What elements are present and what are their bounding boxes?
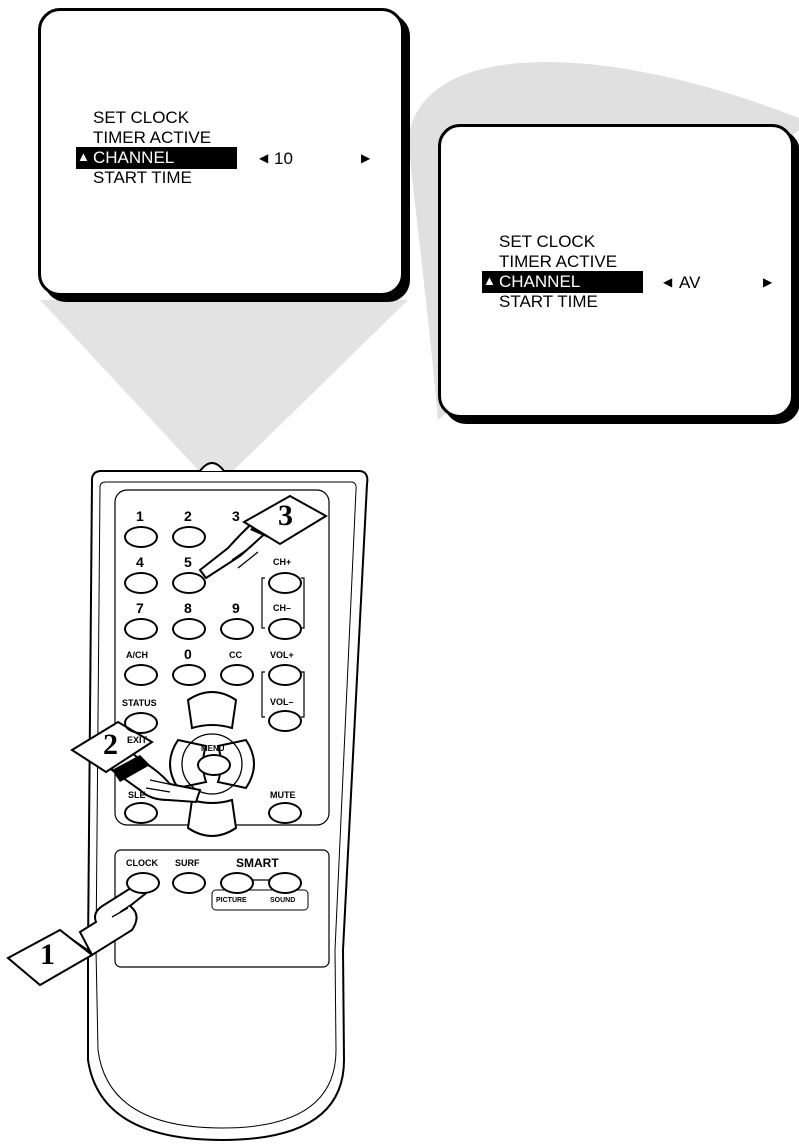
menu-item-set-clock: SET CLOCK [93,108,190,127]
tv-screen-1: SET CLOCK TIMER ACTIVE CHANNEL START TIM… [38,8,404,296]
button-0-label: 0 [184,646,192,662]
cc-button[interactable] [220,664,254,686]
status-label: STATUS [122,698,157,708]
ach-button[interactable] [124,664,158,686]
button-7[interactable] [124,618,158,640]
ch-minus-button[interactable] [268,618,302,640]
menu-item-channel-label: CHANNEL [499,272,581,291]
left-arrow-icon: ◀ [259,151,269,165]
left-arrow-icon: ◀ [663,275,673,289]
up-down-icon: ▲ [483,273,496,288]
button-3-label: 3 [232,508,240,524]
vol-minus-button[interactable] [268,710,302,732]
right-arrow-icon: ▶ [763,275,773,289]
vol-minus-label: VOL– [270,697,294,707]
sound-label: SOUND [270,897,296,904]
menu-item-timer-active: TIMER ACTIVE [93,128,212,147]
button-8-label: 8 [184,600,192,616]
button-7-label: 7 [136,600,144,616]
sleep-button[interactable] [124,802,158,824]
menu-item-channel-selected: CHANNEL [76,147,237,169]
remote-control [87,462,369,1142]
button-5[interactable] [172,572,206,594]
button-2-label: 2 [184,508,192,524]
hand-pointer-2 [110,738,202,804]
tv-screen-2: SET CLOCK TIMER ACTIVE CHANNEL START TIM… [438,124,794,418]
menu-item-set-clock: SET CLOCK [499,232,596,251]
surf-button[interactable] [172,872,206,894]
button-8[interactable] [172,618,206,640]
channel-value-1: 10 [274,149,293,168]
button-1-label: 1 [136,508,144,524]
menu-label: MENU [201,744,225,753]
picture-label: PICTURE [216,897,247,904]
status-button[interactable] [124,712,158,734]
step-number-1: 1 [40,938,55,971]
menu-button[interactable] [197,754,231,776]
surf-label: SURF [175,858,200,868]
menu-item-timer-active: TIMER ACTIVE [499,252,618,271]
step-marker-2 [70,720,154,774]
menu-item-channel-selected: CHANNEL [482,271,643,293]
step-marker-1 [6,928,94,987]
clock-label: CLOCK [126,858,158,868]
smart-label: SMART [236,856,279,870]
ach-label: A/CH [126,650,148,660]
button-9-label: 9 [232,600,240,616]
button-5-label: 5 [184,554,192,570]
menu-item-channel-label: CHANNEL [93,148,175,167]
vol-plus-button[interactable] [268,664,302,686]
smart-sound-button[interactable] [268,872,302,894]
right-arrow-icon: ▶ [361,151,371,165]
ch-plus-label: CH+ [273,557,292,567]
ch-minus-label: CH– [273,603,292,613]
button-0[interactable] [172,664,206,686]
smart-picture-button[interactable] [220,872,254,894]
up-down-icon: ▲ [77,149,90,164]
button-1[interactable] [124,526,158,548]
menu-item-start-time: START TIME [93,168,192,187]
cc-label: CC [229,650,242,660]
menu-item-start-time: START TIME [499,292,598,311]
vol-plus-label: VOL+ [270,650,294,660]
step-number-3: 3 [278,499,293,532]
button-4[interactable] [124,572,158,594]
sleep-label: SLE [128,790,146,800]
step-marker-3 [242,494,328,546]
clock-button[interactable] [126,872,160,894]
button-4-label: 4 [136,554,144,570]
ch-plus-button[interactable] [268,572,302,594]
light-beam-1 [40,300,408,472]
button-2[interactable] [172,526,206,548]
channel-value-2: AV [679,273,701,292]
button-9[interactable] [220,618,254,640]
mute-label: MUTE [270,790,296,800]
step-number-2: 2 [103,728,118,761]
exit-label: EXIT [127,735,148,745]
mute-button[interactable] [268,802,302,824]
